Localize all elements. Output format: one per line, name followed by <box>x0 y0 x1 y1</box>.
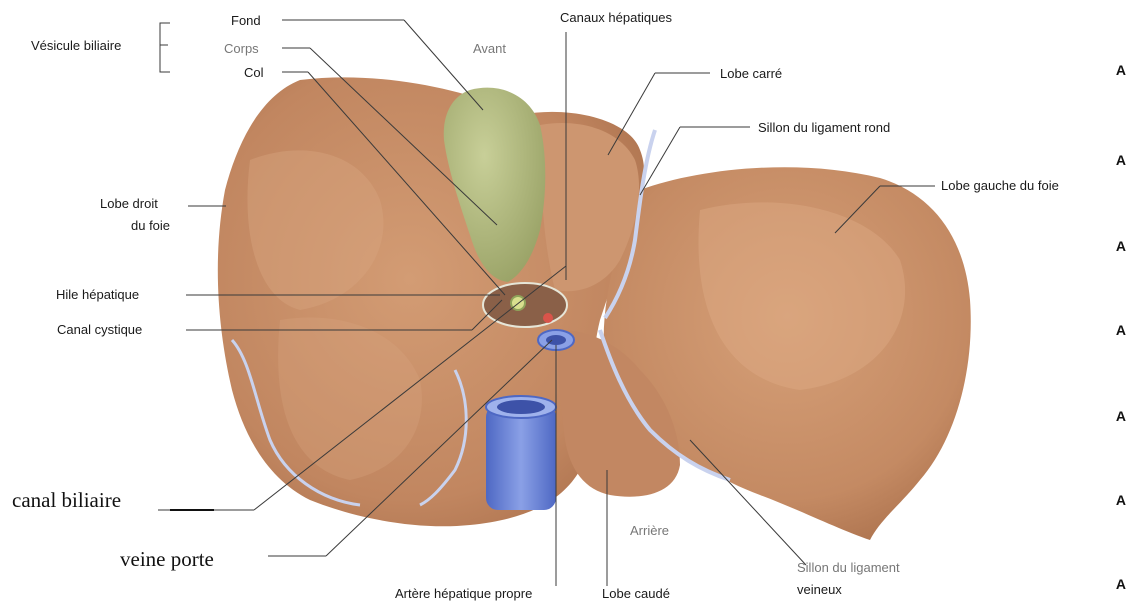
label-sillon-ligament-veineux-2: veineux <box>797 582 842 597</box>
label-lobe-gauche: Lobe gauche du foie <box>941 178 1059 193</box>
label-veine-porte: veine porte <box>120 548 214 570</box>
label-sillon-ligament-veineux-1: Sillon du ligament <box>797 560 900 575</box>
label-lobe-droit: Lobe droit <box>100 196 158 211</box>
label-hile-hepatique: Hile hépatique <box>56 287 139 302</box>
label-sillon-ligament-rond: Sillon du ligament rond <box>758 120 890 135</box>
label-lobe-caude: Lobe caudé <box>602 586 670 601</box>
edge-mark: A <box>1116 576 1126 592</box>
label-canal-cystique: Canal cystique <box>57 322 142 337</box>
edge-mark: A <box>1116 492 1126 508</box>
label-fond: Fond <box>231 13 261 28</box>
label-canaux-hepatiques: Canaux hépatiques <box>560 10 672 25</box>
label-corps: Corps <box>224 41 259 56</box>
label-vesicule-biliaire: Vésicule biliaire <box>31 38 121 53</box>
edge-mark: A <box>1116 408 1126 424</box>
label-du-foie: du foie <box>131 218 170 233</box>
edge-mark: A <box>1116 238 1126 254</box>
label-col: Col <box>244 65 264 80</box>
label-lobe-carre: Lobe carré <box>720 66 782 81</box>
edge-mark: A <box>1116 322 1126 338</box>
edge-mark: A <box>1116 62 1126 78</box>
edge-mark: A <box>1116 152 1126 168</box>
label-canal-biliaire: canal biliaire <box>12 489 121 511</box>
label-arriere: Arrière <box>630 523 669 538</box>
label-avant: Avant <box>473 41 506 56</box>
label-artere-hepatique: Artère hépatique propre <box>395 586 532 601</box>
veine-porte-shape <box>486 405 556 510</box>
